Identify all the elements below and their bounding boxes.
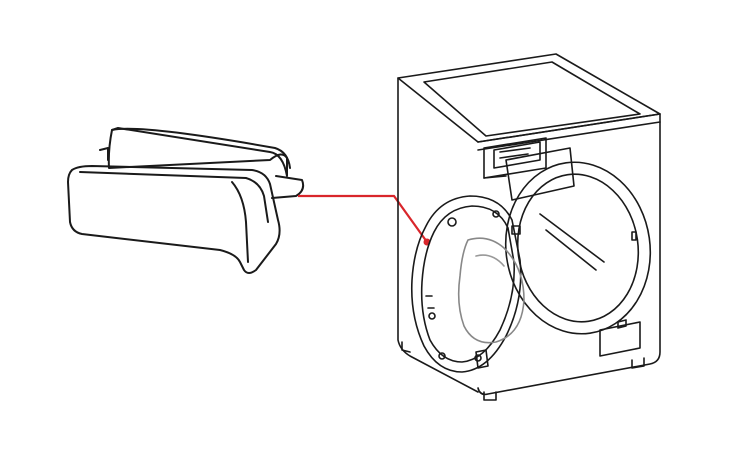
washer-foot-left	[483, 391, 497, 401]
washer-front-trim	[477, 121, 661, 151]
washer-foot-right	[631, 357, 645, 369]
detergent-drawer	[483, 137, 575, 201]
handle-inner-ledge	[79, 171, 269, 223]
door-outer-ring	[410, 195, 522, 373]
door-latch	[511, 225, 521, 235]
callout-leader-line	[298, 194, 428, 243]
washer-side-panel	[397, 77, 479, 393]
washer-front-panel	[477, 113, 661, 396]
drum-opening-outer	[504, 161, 652, 335]
door-hinge	[475, 349, 489, 369]
handle-back-wall	[107, 127, 288, 177]
door-handle-part	[67, 127, 305, 274]
handle-back-top	[111, 127, 291, 169]
washer-door	[410, 195, 637, 373]
door-inner-frame	[420, 205, 516, 363]
door-glass	[457, 237, 525, 344]
drum-opening-inner	[516, 173, 640, 323]
handle-inner-rib	[231, 181, 249, 263]
door-glass-highlight	[475, 254, 505, 267]
handle-front-face	[67, 165, 281, 274]
washing-machine	[397, 53, 661, 401]
handle-clip	[99, 147, 305, 199]
drum-baffle	[539, 213, 605, 271]
washer-top-inner	[423, 61, 641, 137]
